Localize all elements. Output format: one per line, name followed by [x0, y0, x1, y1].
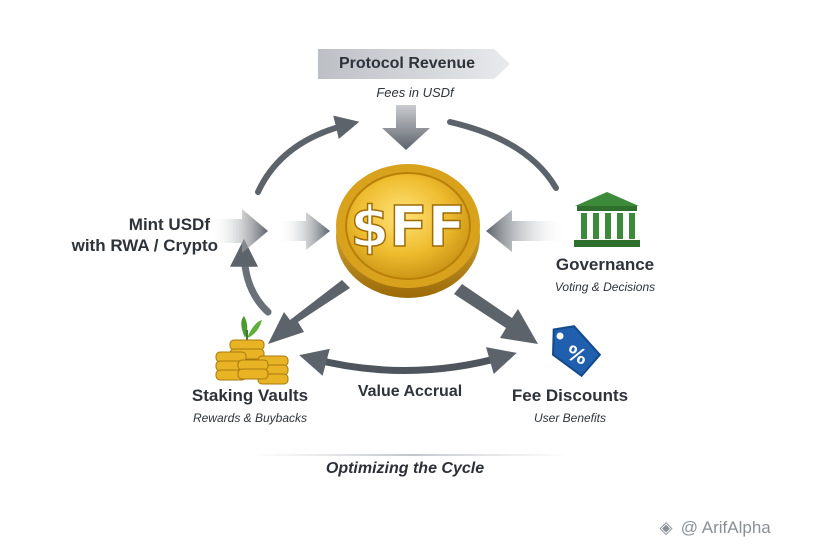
watermark: ◈ @ ArifAlpha: [656, 518, 826, 538]
coin-to-fees-arrow: [454, 284, 538, 344]
governance-subtitle: Voting & Decisions: [554, 280, 656, 294]
mint-subtitle: with RWA / Crypto: [71, 236, 218, 255]
revenue-banner: [318, 49, 510, 79]
footer-divider: [250, 454, 570, 456]
coin-stack-sprout-icon: [215, 316, 289, 385]
mint-title: Mint USDf: [128, 215, 210, 234]
value-accrual-label: Value Accrual: [357, 383, 463, 400]
staking-title: Staking Vaults: [191, 386, 309, 405]
staking-subtitle: Rewards & Buybacks: [192, 411, 308, 425]
price-tag-icon: %: [552, 325, 602, 378]
curve-arrow-left-up: [230, 238, 272, 316]
mint-arrow-outer: [210, 209, 268, 253]
diamond-logo-icon: ◈: [659, 518, 673, 537]
mint-arrow-inner: [278, 212, 330, 250]
governance-arrow: [486, 210, 566, 252]
revenue-title: Protocol Revenue: [338, 55, 476, 72]
coin-symbol: $FF: [350, 195, 465, 260]
revenue-down-arrow: [382, 105, 430, 150]
revenue-subtitle: Fees in USDf: [376, 85, 454, 100]
bank-building-icon: [574, 192, 640, 247]
fee-discounts-subtitle: User Benefits: [533, 411, 607, 425]
footer-caption: Optimizing the Cycle: [325, 460, 485, 477]
value-accrual-arrow: [299, 347, 517, 376]
governance-title: Governance: [555, 255, 655, 274]
fee-discounts-title: Fee Discounts: [511, 386, 629, 405]
curve-arrow-upper-left: [255, 115, 360, 195]
curve-arrow-upper-right: [447, 119, 559, 191]
watermark-text: @ ArifAlpha: [680, 518, 771, 537]
ff-coin: $FF: [336, 164, 480, 298]
coin-to-staking-arrow: [268, 280, 350, 344]
